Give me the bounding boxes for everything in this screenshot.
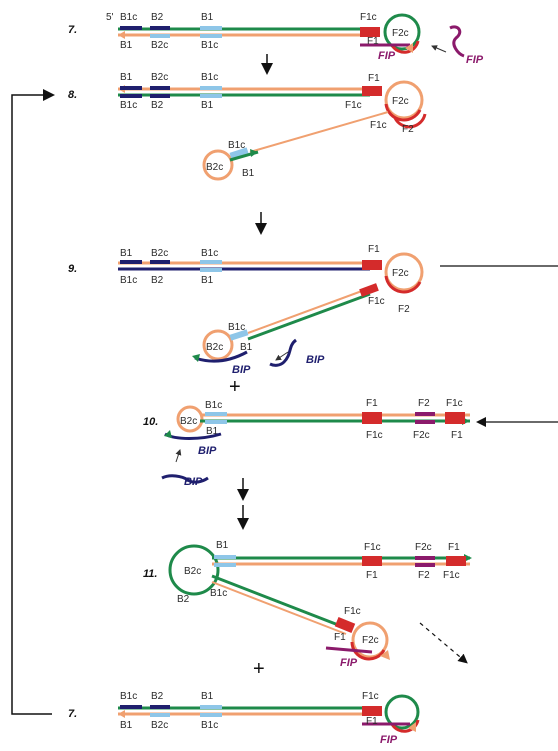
segment-label: B1c xyxy=(201,72,218,83)
segment-label: F1c xyxy=(370,120,387,131)
segment-label: F2c xyxy=(413,430,430,441)
segment-label: F2 xyxy=(418,570,430,581)
fip-label: FIP xyxy=(378,50,396,62)
segment-label: B1 xyxy=(201,100,214,111)
step-9-number: 9. xyxy=(68,263,77,275)
segment-label: B1c xyxy=(228,140,245,151)
segment-label: B2c xyxy=(206,162,223,173)
segment-label: F1 xyxy=(366,570,378,581)
segment-label: B2 xyxy=(151,691,164,702)
segment-label: F2 xyxy=(398,304,410,315)
segment-label: B1c xyxy=(205,400,222,411)
segment-label: B1c xyxy=(120,691,137,702)
segment-label: B2 xyxy=(151,275,164,286)
segment-label: F1 xyxy=(448,542,460,553)
segment-label: F2 xyxy=(402,124,414,135)
segment-label: F2c xyxy=(415,542,432,553)
segment-label: B2 xyxy=(177,594,190,605)
segment-label: B2 xyxy=(151,12,164,23)
segment-label: B1 xyxy=(201,691,214,702)
bip-label-10: BIP xyxy=(198,445,217,457)
step-11: 11. B1 B2c B2 B1c F1c F1 F2c F2 F1 F1c F… xyxy=(143,540,472,669)
segment-label: B1 xyxy=(201,275,214,286)
segment-label: F1c xyxy=(368,296,385,307)
segment-label: B1c xyxy=(120,100,137,111)
segment-label: B2c xyxy=(151,248,168,259)
step-9: 9. B1 B2c B1c B1c B2 B1 F1 F2c F1c F2 B1… xyxy=(68,244,558,376)
segment-label: B2c xyxy=(184,566,201,577)
segment-label: B2c xyxy=(206,342,223,353)
fip-label-7b: FIP xyxy=(380,734,398,746)
segment-label: B1c xyxy=(210,588,227,599)
fip-free-label: FIP xyxy=(466,54,484,66)
segment-label: B2c xyxy=(151,720,168,731)
step-8-number: 8. xyxy=(68,89,77,101)
segment-label: F1c xyxy=(345,100,362,111)
segment-label: F1 xyxy=(366,716,378,727)
segment-label: F1c xyxy=(362,691,379,702)
plus-sign-2: + xyxy=(253,658,265,680)
segment-label: B1 xyxy=(242,168,255,179)
five-prime-label: 5' xyxy=(106,12,114,23)
segment-label: B1c xyxy=(120,12,137,23)
segment-label: F1c xyxy=(446,398,463,409)
segment-label: F1c xyxy=(364,542,381,553)
segment-label: B2c xyxy=(151,72,168,83)
segment-label: B1 xyxy=(120,40,133,51)
segment-label: B1 xyxy=(206,426,219,437)
dashed-arrow xyxy=(419,622,468,664)
segment-label: F1 xyxy=(451,430,463,441)
segment-label: F1 xyxy=(366,398,378,409)
step-7: 7. 5' B1c B2 B1 B1 B2c B1c F1c F2c F1 FI… xyxy=(68,12,484,66)
segment-label: B2 xyxy=(151,100,164,111)
segment-label: B2c xyxy=(151,40,168,51)
segment-label: F2c xyxy=(392,96,409,107)
segment-label: F2 xyxy=(418,398,430,409)
step-7-number: 7. xyxy=(68,24,77,36)
segment-label: B1 xyxy=(120,248,133,259)
segment-label: F1c xyxy=(443,570,460,581)
segment-label: F1 xyxy=(334,632,346,643)
segment-label: B1 xyxy=(120,72,133,83)
bip-free-label-10: BIP xyxy=(184,476,203,488)
plus-sign-1: + xyxy=(229,376,241,398)
segment-label: B1 xyxy=(240,342,253,353)
feedback-loop xyxy=(11,89,55,715)
segment-label: B1 xyxy=(120,720,133,731)
segment-label: F2c xyxy=(392,28,409,39)
segment-label: F1 xyxy=(368,73,380,84)
segment-label: F2c xyxy=(392,268,409,279)
segment-label: F1 xyxy=(367,36,379,47)
segment-label: B1c xyxy=(201,248,218,259)
segment-label: B1c xyxy=(201,40,218,51)
segment-label: F1c xyxy=(344,606,361,617)
step-7b-number: 7. xyxy=(68,708,77,720)
segment-label: B1c xyxy=(228,322,245,333)
segment-label: F1c xyxy=(360,12,377,23)
segment-label: B1 xyxy=(201,12,214,23)
step-7-repeat: 7. B1c B2 B1 B1 B2c B1c F1c F1 FIP xyxy=(68,691,420,746)
segment-label: B1c xyxy=(120,275,137,286)
segment-label: B2c xyxy=(180,416,197,427)
segment-label: B1c xyxy=(201,720,218,731)
segment-label: F1c xyxy=(366,430,383,441)
bip-label-9: BIP xyxy=(232,364,251,376)
step-10-number: 10. xyxy=(143,416,158,428)
fip-label-11: FIP xyxy=(340,657,358,669)
segment-label: B1 xyxy=(216,540,229,551)
segment-label: F2c xyxy=(362,635,379,646)
step-11-number: 11. xyxy=(143,568,157,580)
step-8: 8. B1 B2c B1c B1c B2 B1 F1 F1c F2c F1c F… xyxy=(68,72,427,181)
bip-free-label-9: BIP xyxy=(306,354,325,366)
step-10: 10. B2c B1c B1 F1 F1c F2 F2c F1c F1 BIP … xyxy=(143,398,558,488)
segment-label: F1 xyxy=(368,244,380,255)
